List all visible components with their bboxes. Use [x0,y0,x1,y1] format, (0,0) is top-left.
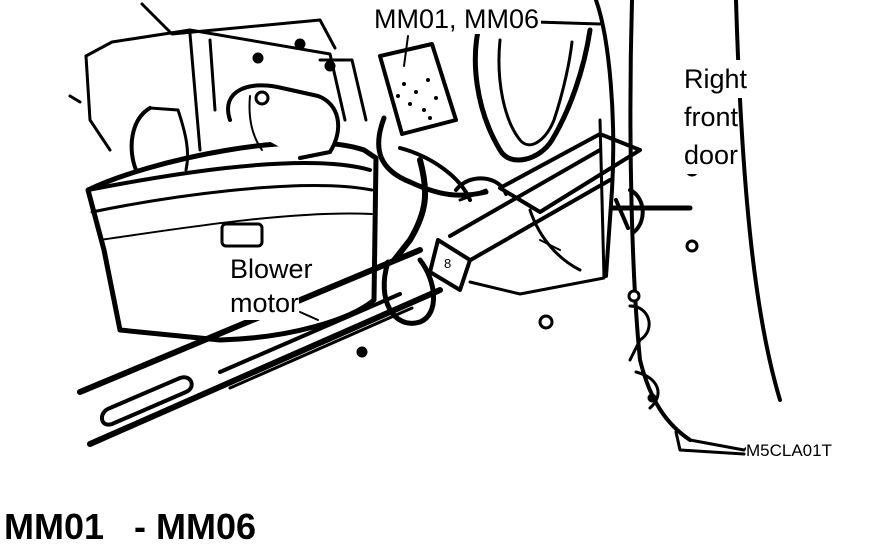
svg-text:8: 8 [444,256,451,271]
blower-motor-label: Blower motor [230,252,313,320]
right-front-door-label: Right front door [684,60,748,174]
leader-lines [299,35,747,451]
figure-code: M5CLA01T [746,441,832,461]
door-label-line2: front [684,98,739,136]
blower-label-line1: Blower [230,252,313,286]
figure-caption: MM01 - MM06 [4,506,257,547]
door-label-line1: Right [684,60,748,98]
connector-label: MM01, MM06 [372,4,542,34]
blower-label-line2: motor [230,286,300,320]
instrument-panel [68,2,368,152]
door-label-line3: door [684,136,739,174]
blower-motor-housing [85,83,379,343]
floor-rails [77,247,554,447]
bracket: 8 [428,0,642,296]
connector-harness [376,42,508,326]
line-art: 8 [68,0,782,456]
